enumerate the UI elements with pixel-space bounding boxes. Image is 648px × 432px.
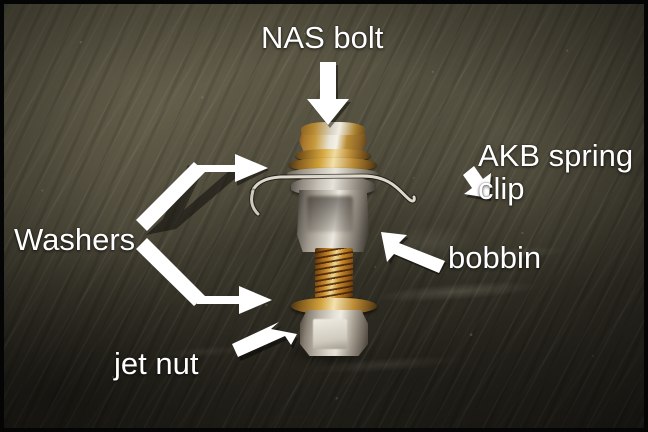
label-jet-nut: jet nut <box>114 346 199 381</box>
arrow-nas-bolt <box>307 62 351 128</box>
arrow-washers-upper <box>136 154 269 235</box>
annotation-arrow-layer <box>136 62 493 361</box>
label-nas-bolt: NAS bolt <box>261 20 384 55</box>
arrow-jet-nut <box>232 322 298 361</box>
label-bobbin: bobbin <box>448 240 542 275</box>
label-washers: Washers <box>14 222 136 257</box>
arrow-akb-spring-clip <box>463 166 493 201</box>
label-akb-spring-clip: AKB spring clip <box>478 138 634 206</box>
arrow-washers-lower <box>136 238 272 314</box>
annotation-label-layer: NAS bolt AKB spring clip Washers bobbin … <box>4 4 644 428</box>
arrow-bobbin <box>381 232 447 275</box>
